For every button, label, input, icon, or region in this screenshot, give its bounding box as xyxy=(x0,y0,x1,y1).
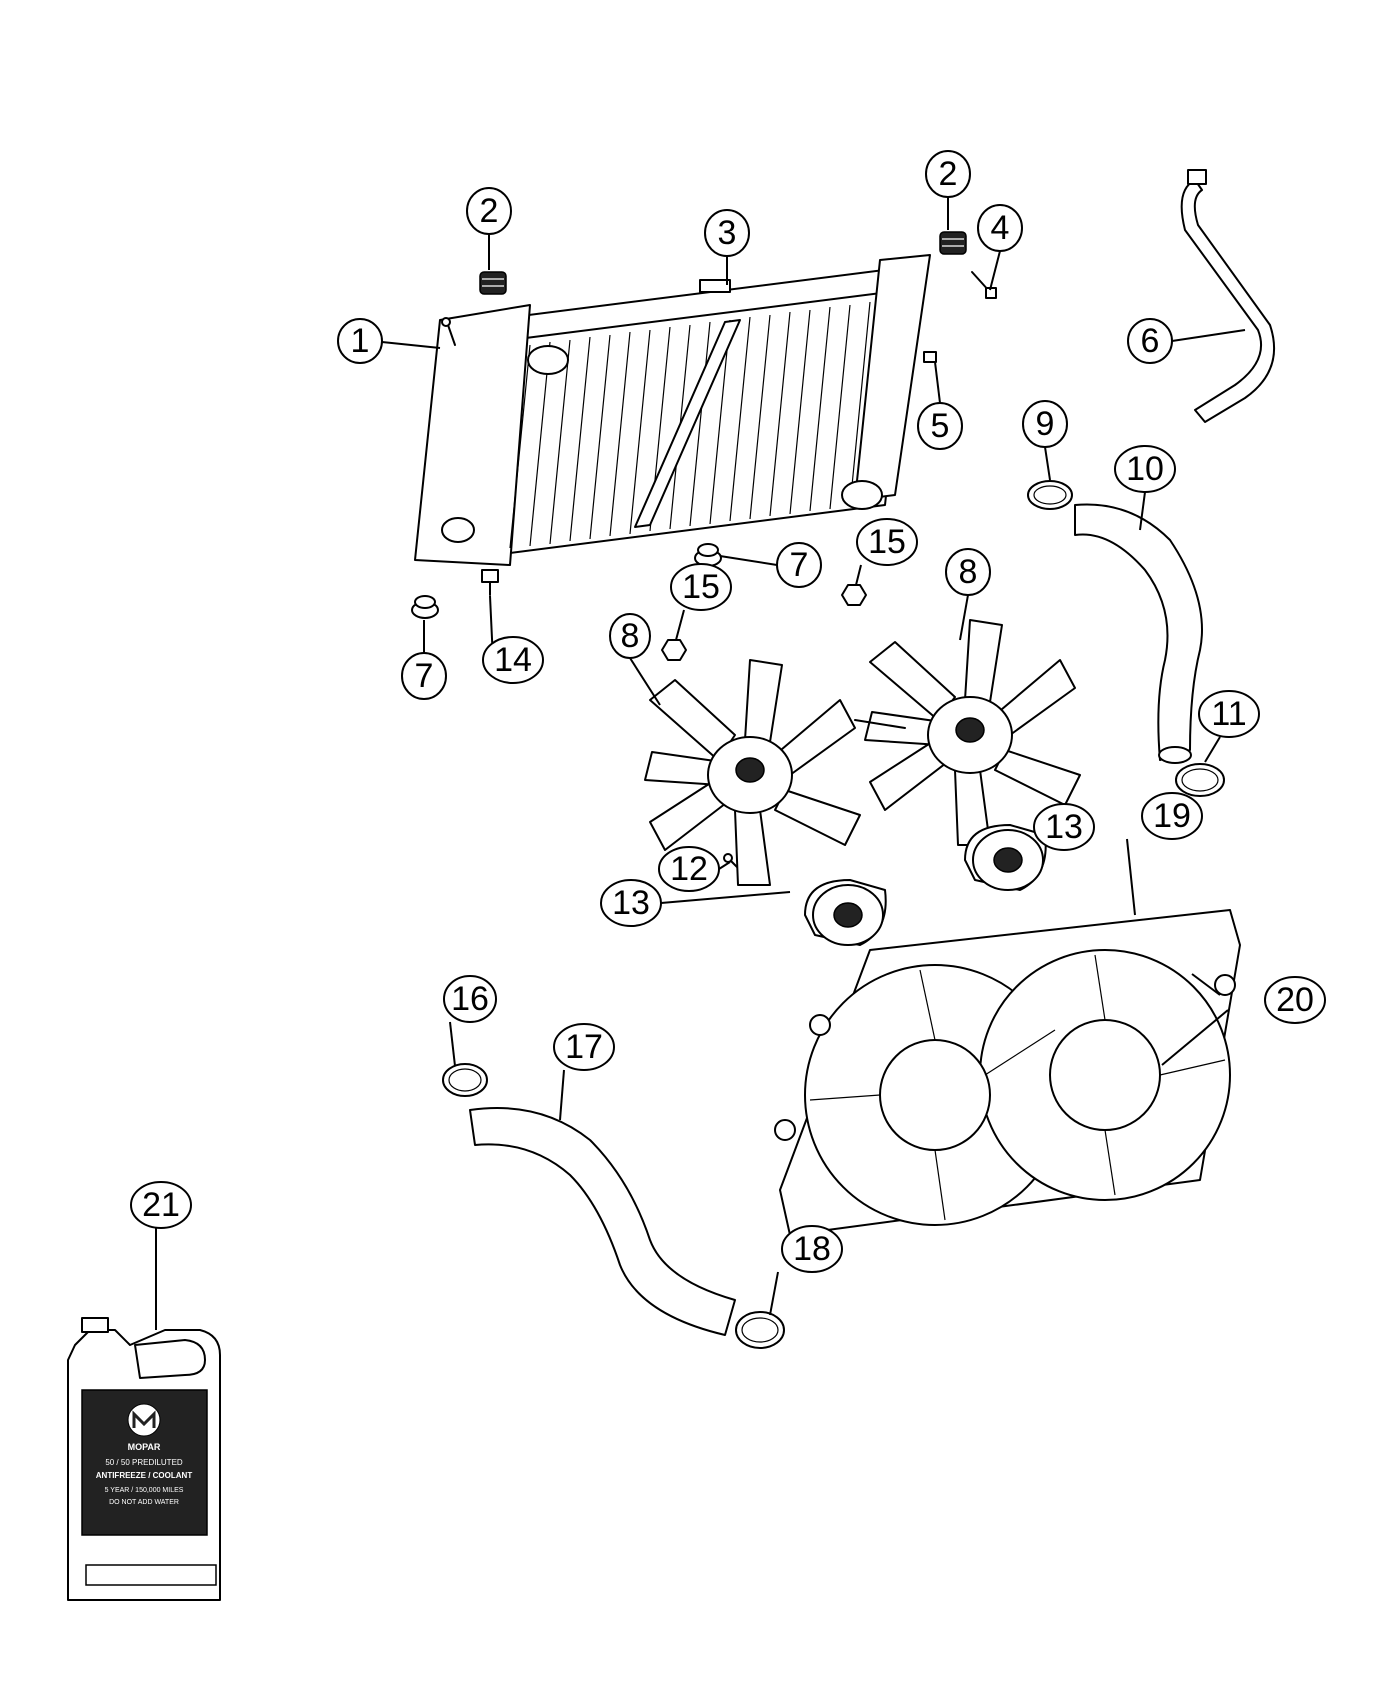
callout-9: 9 xyxy=(1022,400,1068,448)
callout-15-right-label: 15 xyxy=(868,523,906,561)
nut-15b xyxy=(841,584,867,606)
callout-4-label: 4 xyxy=(991,209,1010,247)
lower-isolator-left xyxy=(411,595,439,619)
clamp-9 xyxy=(1027,480,1073,510)
callout-15-left-label: 15 xyxy=(682,568,720,606)
callout-3-label: 3 xyxy=(718,214,737,252)
fan-motor-right xyxy=(964,824,1047,891)
lower-radiator-hose xyxy=(469,1107,736,1336)
fan-shroud xyxy=(774,909,1241,1236)
callout-8-right: 8 xyxy=(945,548,991,596)
callout-14: 14 xyxy=(482,636,544,684)
callout-8-left-label: 8 xyxy=(621,617,640,655)
jug-line-1: 50 / 50 PREDILUTED xyxy=(105,1458,183,1467)
radiator xyxy=(414,254,931,566)
callout-11-label: 11 xyxy=(1211,695,1246,733)
callout-8-right-label: 8 xyxy=(959,553,978,591)
callout-8-left: 8 xyxy=(609,613,651,659)
clamp-11 xyxy=(1175,763,1225,797)
callout-3: 3 xyxy=(704,209,750,257)
callout-21: 21 xyxy=(130,1181,192,1229)
upper-isolator-right xyxy=(939,231,967,255)
callout-10: 10 xyxy=(1114,445,1176,493)
callout-13-right: 13 xyxy=(1033,803,1095,851)
clamp-16 xyxy=(442,1063,488,1097)
callout-6: 6 xyxy=(1127,318,1173,364)
jug-brand-text: MOPAR xyxy=(128,1442,161,1452)
callout-10-label: 10 xyxy=(1126,450,1164,488)
radiator-mount-bolt xyxy=(441,317,456,346)
callout-2-right: 2 xyxy=(925,150,971,198)
callout-16: 16 xyxy=(443,975,497,1023)
clamp-18 xyxy=(735,1311,785,1349)
callout-21-label: 21 xyxy=(142,1186,180,1224)
drain-petcock xyxy=(481,569,499,596)
jug-line-4: DO NOT ADD WATER xyxy=(109,1499,179,1506)
bolt-4 xyxy=(971,271,997,299)
jug-line-3: 5 YEAR / 150,000 MILES xyxy=(105,1487,184,1494)
callout-6-label: 6 xyxy=(1141,322,1160,360)
callout-18-label: 18 xyxy=(793,1230,831,1268)
callout-7-left: 7 xyxy=(401,652,447,700)
callout-14-label: 14 xyxy=(494,641,532,679)
leader-lines xyxy=(155,197,1246,1330)
lower-isolator-right xyxy=(694,543,722,567)
callout-18: 18 xyxy=(781,1225,843,1273)
callout-20: 20 xyxy=(1264,976,1326,1024)
callout-20-label: 20 xyxy=(1276,981,1314,1019)
upper-radiator-hose xyxy=(1074,503,1203,764)
callout-13-left: 13 xyxy=(600,879,662,927)
fan-motor-left xyxy=(804,879,887,946)
callout-1-label: 1 xyxy=(351,322,370,360)
callout-12-label: 12 xyxy=(670,850,708,888)
upper-isolator-left xyxy=(479,271,507,295)
callout-16-label: 16 xyxy=(451,980,489,1018)
callout-19-label: 19 xyxy=(1153,797,1191,835)
callout-17-label: 17 xyxy=(565,1028,603,1066)
callout-2-left-label: 2 xyxy=(480,192,499,230)
callout-5: 5 xyxy=(917,402,963,450)
nut-15a xyxy=(661,639,687,661)
callout-9-label: 9 xyxy=(1036,405,1055,443)
callout-15-left: 15 xyxy=(670,563,732,611)
coolant-jug xyxy=(67,1317,221,1601)
callout-11: 11 xyxy=(1198,690,1260,738)
callout-17: 17 xyxy=(553,1023,615,1071)
clip-5 xyxy=(923,351,937,363)
callout-19: 19 xyxy=(1141,792,1203,840)
callout-2-right-label: 2 xyxy=(939,155,958,193)
callout-15-right: 15 xyxy=(856,518,918,566)
callout-5-label: 5 xyxy=(931,407,950,445)
callout-12: 12 xyxy=(658,846,720,892)
overflow-hose xyxy=(1180,169,1276,423)
callout-2-left: 2 xyxy=(466,187,512,235)
callout-1: 1 xyxy=(337,318,383,364)
jug-line-2: ANTIFREEZE / COOLANT xyxy=(96,1471,193,1480)
cooling-fan-left xyxy=(644,659,861,886)
callout-4: 4 xyxy=(977,204,1023,252)
callout-13-left-label: 13 xyxy=(612,884,650,922)
callout-7-left-label: 7 xyxy=(415,657,434,695)
callout-7-right-label: 7 xyxy=(790,546,809,584)
callout-13-right-label: 13 xyxy=(1045,808,1083,846)
cooling-fan-right xyxy=(854,619,1081,846)
callout-7-right: 7 xyxy=(776,542,822,588)
